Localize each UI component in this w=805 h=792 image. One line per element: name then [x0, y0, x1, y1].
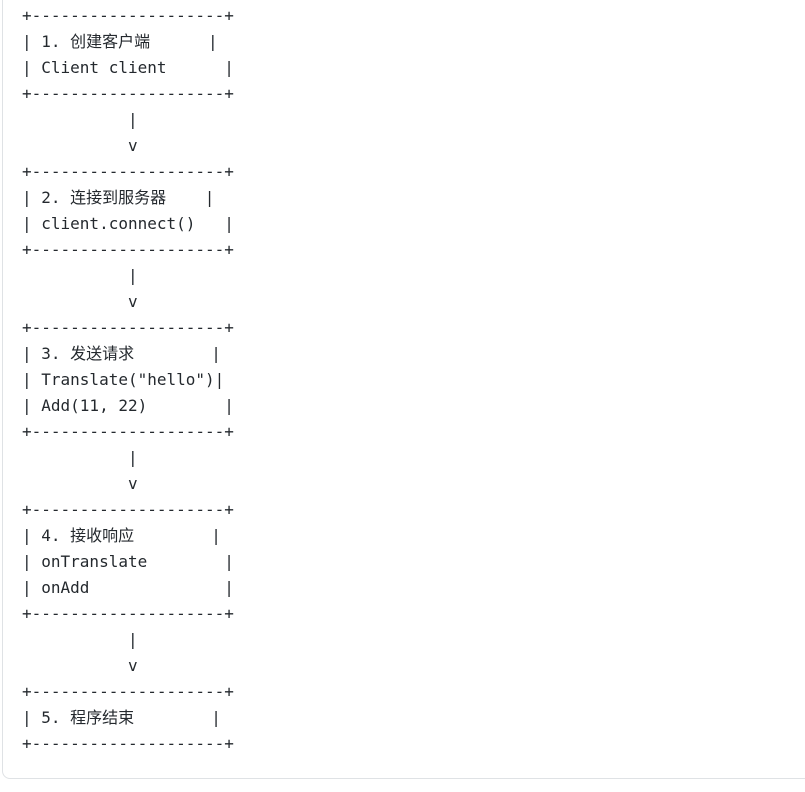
box2-code: | client.connect() |	[22, 214, 234, 233]
box5-top-border: +--------------------+	[22, 682, 234, 701]
box1-code: | Client client |	[22, 58, 234, 77]
arrow2-stem: |	[22, 266, 138, 285]
box1-title: | 1. 创建客户端 |	[22, 32, 218, 51]
box3-title: | 3. 发送请求 |	[22, 344, 221, 363]
box4-code-2: | onAdd |	[22, 578, 234, 597]
box1-bottom-border: +--------------------+	[22, 84, 234, 103]
arrow3-stem: |	[22, 448, 138, 467]
box2-top-border: +--------------------+	[22, 162, 234, 181]
box4-code-1: | onTranslate |	[22, 552, 234, 571]
box4-bottom-border: +--------------------+	[22, 604, 234, 623]
box1-top-border: +--------------------+	[22, 6, 234, 25]
arrow3-head: v	[22, 474, 138, 493]
box3-bottom-border: +--------------------+	[22, 422, 234, 441]
box3-code-2: | Add(11, 22) |	[22, 396, 234, 415]
box3-top-border: +--------------------+	[22, 318, 234, 337]
box4-title: | 4. 接收响应 |	[22, 526, 221, 545]
box5-title: | 5. 程序结束 |	[22, 708, 221, 727]
arrow4-stem: |	[22, 630, 138, 649]
box2-bottom-border: +--------------------+	[22, 240, 234, 259]
arrow4-head: v	[22, 656, 138, 675]
box3-code-1: | Translate("hello")|	[22, 370, 225, 389]
arrow1-stem: |	[22, 110, 138, 129]
box2-title: | 2. 连接到服务器 |	[22, 188, 215, 207]
box4-top-border: +--------------------+	[22, 500, 234, 519]
box5-bottom-border: +--------------------+	[22, 734, 234, 753]
arrow1-head: v	[22, 136, 138, 155]
arrow2-head: v	[22, 292, 138, 311]
ascii-flowchart: +--------------------+ | 1. 创建客户端 | | Clie…	[22, 3, 234, 757]
